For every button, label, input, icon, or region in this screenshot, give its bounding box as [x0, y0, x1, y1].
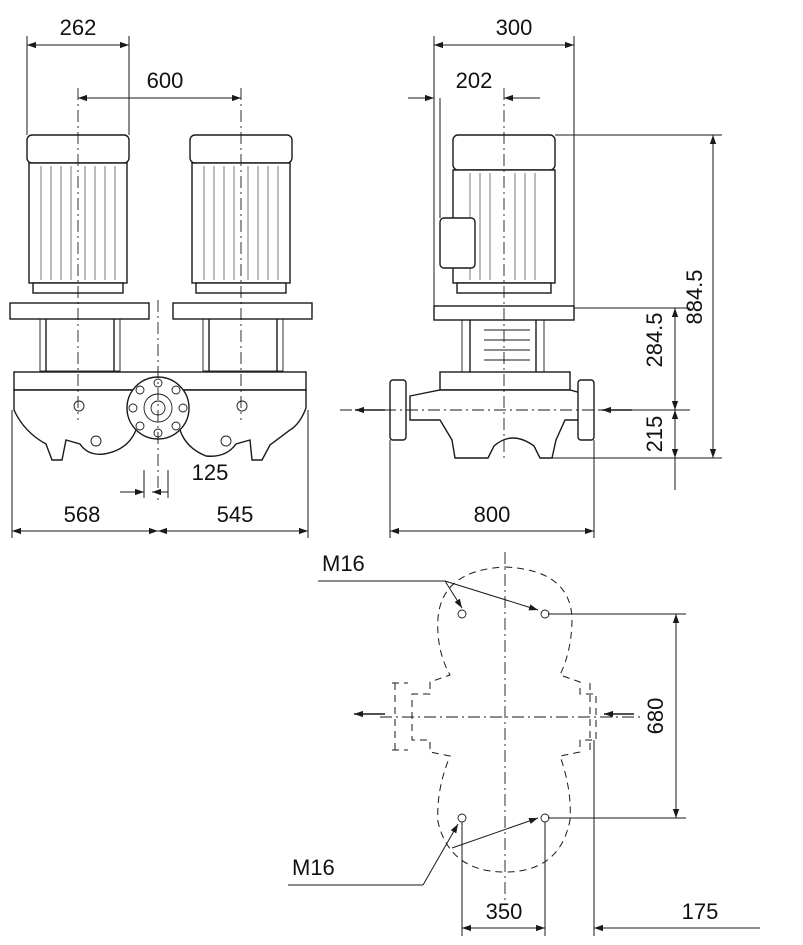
dim-motor-spacing: 600 — [147, 68, 184, 93]
bolt-label-bottom: M16 — [292, 855, 335, 880]
dim-port-to-port: 800 — [474, 502, 511, 527]
dim-total-height: 884.5 — [682, 269, 707, 324]
dim-bolt-offset: 175 — [682, 899, 719, 924]
dim-left-span: 568 — [64, 502, 101, 527]
front-view: 262 600 125 568 545 — [9, 15, 313, 538]
dim-flange-to-base: 284.5 — [642, 312, 667, 367]
left-motor — [9, 134, 150, 320]
dim-bolt-spacing-vertical: 680 — [643, 698, 668, 735]
dim-right-span: 545 — [217, 502, 254, 527]
side-view: 300 202 884.5 284.5 215 800 — [340, 15, 722, 538]
dim-bolt-spacing-horizontal: 350 — [486, 899, 523, 924]
dim-pipe-height: 215 — [642, 416, 667, 453]
dim-motor-offset: 202 — [456, 68, 493, 93]
plan-view: M16 M16 680 350 175 — [288, 551, 760, 936]
dim-motor-width-side: 300 — [496, 15, 533, 40]
dim-motor-width-front: 262 — [60, 15, 97, 40]
right-motor — [172, 134, 313, 320]
dim-flange-offset: 125 — [192, 460, 229, 485]
bolt-label-top: M16 — [322, 551, 365, 576]
